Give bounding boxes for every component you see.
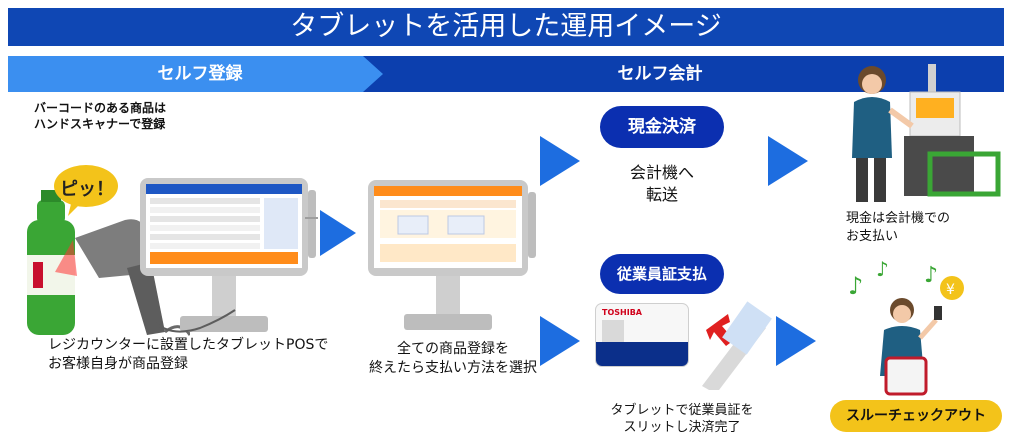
barcode-note-line2: ハンドスキャナーで登録 [34, 117, 166, 131]
flow-arrow-employee-result-icon [776, 316, 816, 366]
through-checkout-pill: スルーチェックアウト [830, 400, 1002, 432]
happy-shopper-illustration: ♪ ♪ ♪ ¥ [848, 258, 964, 396]
barcode-note: バーコードのある商品は ハンドスキャナーで登録 [34, 100, 166, 132]
svg-text:¥: ¥ [946, 282, 955, 298]
register-caption: レジカウンターに設置したタブレットPOSで お客様自身が商品登録 [48, 336, 328, 374]
tablet-pos-register [140, 178, 318, 332]
music-note-icon: ♪ [924, 263, 938, 288]
music-note-icon: ♪ [848, 272, 863, 300]
cash-transfer-line1: 会計機へ [629, 163, 694, 182]
employee-payment-pill: 従業員証支払 [600, 254, 724, 294]
employee-caption-line2: スリットし決済完了 [623, 420, 741, 435]
scanner-cable [151, 309, 236, 333]
card-stripe [596, 342, 688, 366]
self-checkout-label: セルフ会計 [617, 64, 703, 84]
cash-transfer-line2: 転送 [645, 185, 678, 204]
card-brand: TOSHIBA [602, 308, 642, 317]
register-caption-line2: お客様自身が商品登録 [48, 356, 188, 372]
flow-arrow-cash-icon [540, 136, 580, 186]
page-title: タブレットを活用した運用イメージ [8, 8, 1004, 46]
cash-transfer-text: 会計機へ 転送 [600, 162, 724, 206]
bottle-icon [27, 190, 75, 335]
yen-coin-icon [940, 276, 964, 300]
payment-caption-line2: 終えたら支払い方法を選択 [369, 360, 537, 376]
barcode-note-line1: バーコードのある商品は [34, 101, 167, 115]
tablet-payment-select [368, 180, 536, 330]
self-registration-label: セルフ登録 [157, 64, 243, 84]
cash-result-caption: 現金は会計機での お支払い [846, 210, 950, 246]
bubble-text: ピッ！ [60, 179, 114, 200]
card-slot-illustration [702, 301, 772, 390]
shopper-icon [852, 66, 914, 202]
payment-caption: 全ての商品登録を 終えたら支払い方法を選択 [363, 340, 543, 378]
flow-arrow-employee-icon [540, 316, 580, 366]
hand-scanner-icon [55, 219, 190, 336]
checkout-kiosk-illustration [852, 64, 1001, 202]
bottle-scanner-illustration [27, 190, 190, 336]
flow-arrow-1-icon [320, 210, 356, 256]
card-photo-icon [602, 320, 624, 346]
cash-result-line1: 現金は会計機での [846, 211, 951, 226]
employee-caption: タブレットで従業員証を スリットし決済完了 [592, 402, 772, 436]
payment-caption-line1: 全ての商品登録を [397, 341, 509, 357]
speech-bubble [54, 165, 118, 216]
employee-caption-line1: タブレットで従業員証を [610, 403, 754, 418]
section-band [8, 56, 1004, 92]
cash-result-line2: お支払い [846, 229, 899, 244]
music-note-icon: ♪ [876, 258, 889, 281]
flow-arrow-cash-result-icon [768, 136, 808, 186]
employee-card: TOSHIBA [596, 304, 688, 366]
register-caption-line1: レジカウンターに設置したタブレットPOSで [48, 337, 329, 353]
cash-payment-pill: 現金決済 [600, 106, 724, 148]
